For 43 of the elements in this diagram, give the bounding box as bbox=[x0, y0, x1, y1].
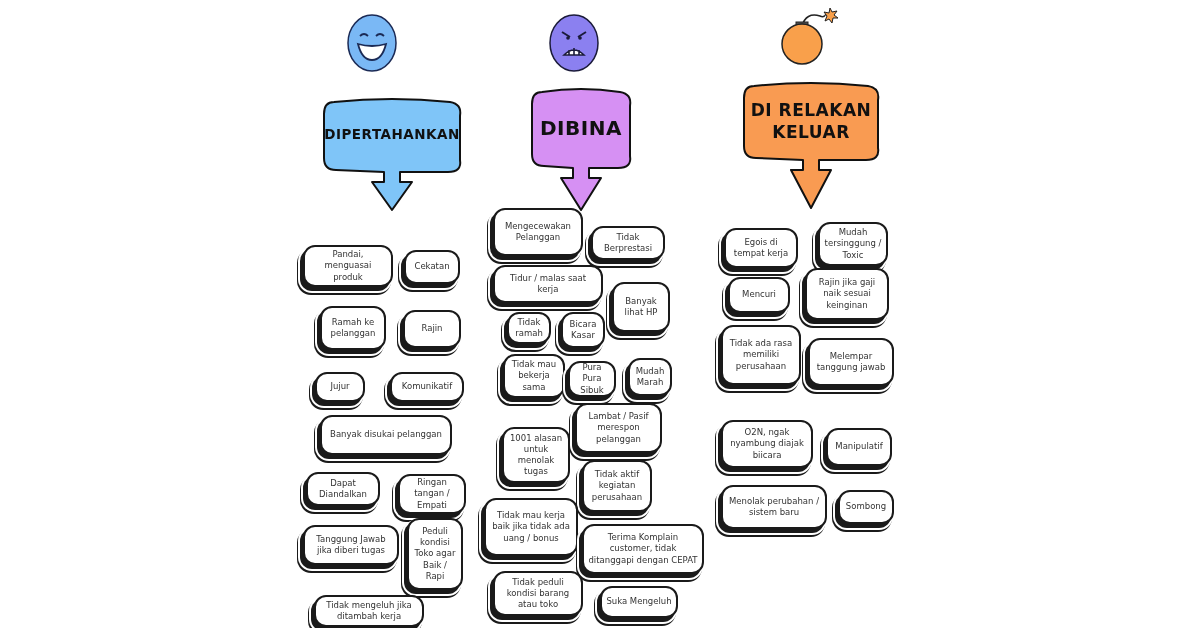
card-text: Tidak Berprestasi bbox=[602, 231, 654, 255]
card-text: Rajin bbox=[421, 323, 443, 335]
card-text: Melempar tanggung jawab bbox=[815, 350, 887, 374]
card-text: Egois di tempat kerja bbox=[732, 236, 790, 260]
card-text: Tidur / malas saat kerja bbox=[508, 272, 588, 296]
card-text: Mengecewakan Pelanggan bbox=[504, 220, 572, 244]
card-text: Jujur bbox=[330, 381, 350, 393]
card-text: Ringan tangan / Empati bbox=[413, 477, 451, 511]
card-text: Tidak mau bekerja sama bbox=[510, 359, 558, 393]
card-text: Sombong bbox=[845, 501, 887, 513]
card-text: Dapat Diandalkan bbox=[318, 477, 368, 501]
card-text: O2N, ngak nyambung diajak biicara bbox=[729, 427, 805, 461]
card-text: Lambat / Pasif merespon pelanggan bbox=[587, 411, 650, 445]
card-text: Rajin jika gaji naik sesuai keinginan bbox=[817, 277, 877, 311]
card-text: Tidak ramah bbox=[514, 316, 544, 340]
card-text: Mudah Marah bbox=[634, 365, 666, 389]
card-text: Pandai, menguasai produk bbox=[323, 249, 373, 283]
card-text: Peduli kondisi Toko agar Baik / Rapi bbox=[413, 526, 457, 582]
card-text: Suka Mengeluh bbox=[606, 596, 672, 608]
card-text: Bicara Kasar bbox=[568, 318, 598, 342]
card-text: Mudah tersinggung / Toxic bbox=[824, 227, 882, 261]
speech-banner bbox=[530, 88, 632, 210]
card-text: Menolak perubahan / sistem baru bbox=[728, 495, 820, 519]
card-text: Cekatan bbox=[414, 261, 450, 273]
card-text: Ramah ke pelanggan bbox=[329, 316, 377, 340]
card-text: Tanggung Jawab jika diberi tugas bbox=[315, 533, 387, 557]
card-text: Banyak disukai pelanggan bbox=[330, 429, 442, 441]
card-text: Pura Pura Sibuk bbox=[579, 362, 605, 396]
card-text: Banyak lihat HP bbox=[623, 295, 659, 319]
card-text: Tidak peduli kondisi barang atau toko bbox=[505, 576, 571, 611]
card-text: Tidak aktif kegiatan perusahaan bbox=[590, 469, 644, 503]
speech-banner bbox=[322, 98, 462, 210]
card-text: Tidak mau kerja baik jika tidak ada uang / bonus bbox=[491, 510, 571, 544]
speech-banner bbox=[742, 82, 880, 208]
card-text: Tidak mengeluh jika ditambah kerja bbox=[325, 599, 413, 623]
banner-title: DI RELAKAN KELUAR bbox=[749, 98, 873, 144]
card-text: Tidak ada rasa memiliki perusahaan bbox=[728, 338, 794, 372]
card-text: Terima Komplain customer, tidak ditanggapi dengan CEPAT bbox=[588, 532, 698, 566]
banner-title: DIBINA bbox=[539, 115, 623, 142]
card-text: Mencuri bbox=[742, 289, 776, 301]
card-text: Komunikatif bbox=[401, 381, 453, 393]
card-text: 1001 alasan untuk menolak tugas bbox=[508, 432, 564, 478]
card-text: Manipulatif bbox=[835, 441, 883, 453]
